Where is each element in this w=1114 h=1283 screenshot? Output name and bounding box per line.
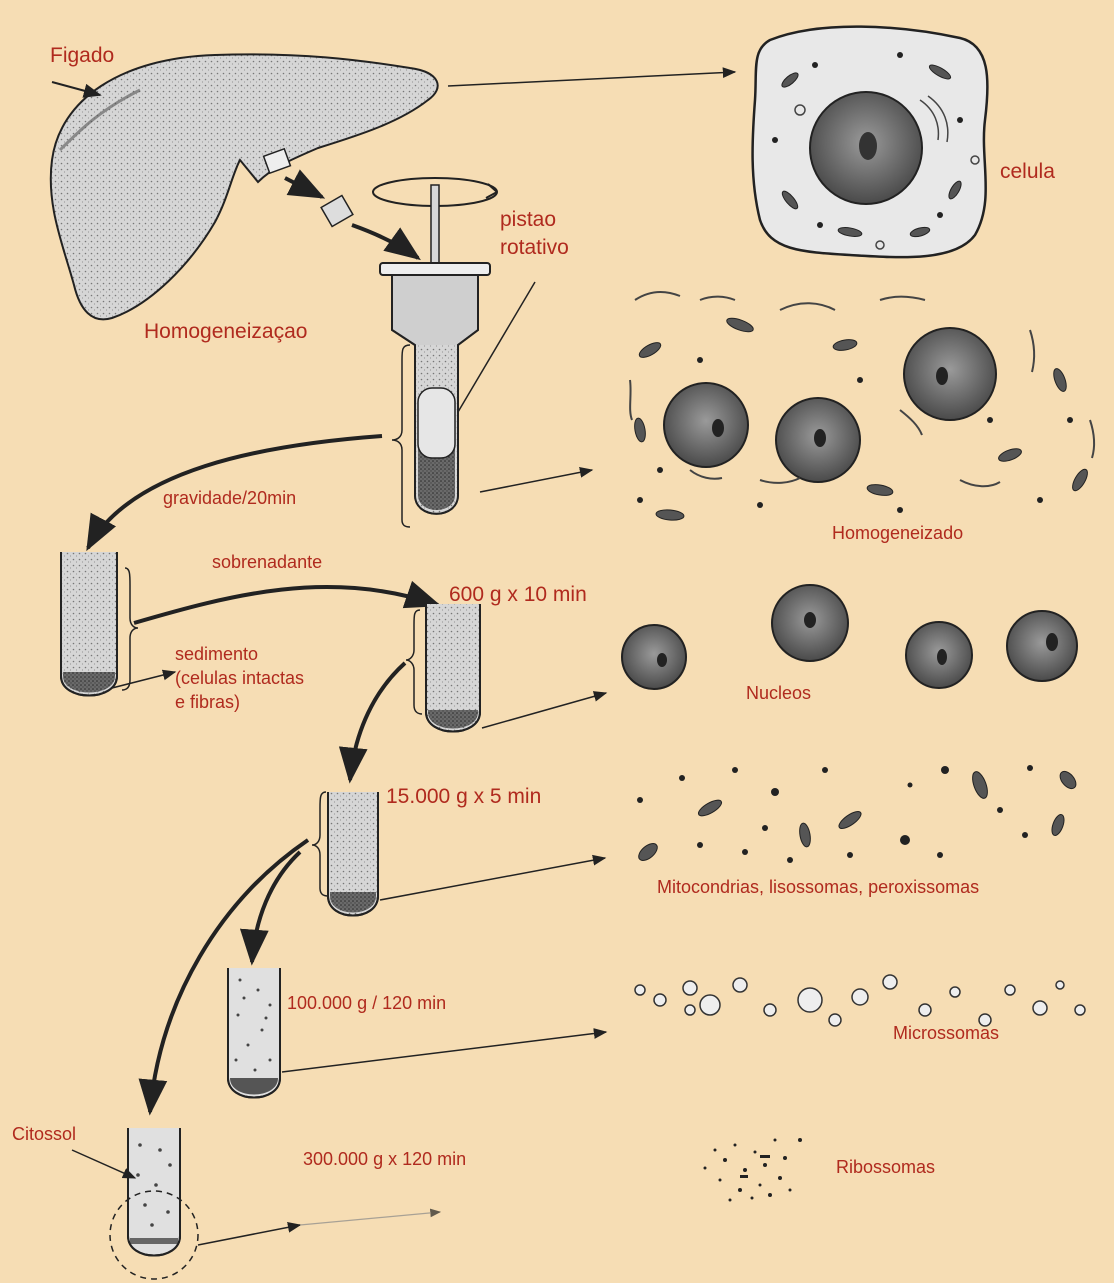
mitochondria-drawing xyxy=(636,765,1079,864)
label-gravidade: gravidade/20min xyxy=(163,488,296,508)
homogenate-drawing xyxy=(630,292,1094,521)
arrow-sobrenadante xyxy=(134,587,438,623)
label-sobrenadante: sobrenadante xyxy=(212,552,322,572)
nuclei-drawing xyxy=(622,585,1077,689)
step3-100000g-120min: 100.000 g / 120 min xyxy=(287,993,446,1013)
arrow-citossol xyxy=(72,1150,135,1178)
arrow-tissue-out xyxy=(285,178,322,197)
arrow-step3 xyxy=(252,852,300,962)
label-mitocondrias: Mitocondrias, lisossomas, peroxissomas xyxy=(657,877,979,897)
arrow-to-mitocondrias xyxy=(380,858,605,900)
tube-300000g xyxy=(110,1128,198,1279)
arrow-to-ribossomas xyxy=(198,1225,300,1245)
liver-drawing xyxy=(51,54,438,319)
arrow-liver-to-cell xyxy=(448,72,735,86)
label-pistao-line1: pistao xyxy=(500,208,556,232)
label-sedimento-line1: sedimento xyxy=(175,644,258,664)
label-pistao-line2: rotativo xyxy=(500,236,569,260)
cell-drawing xyxy=(753,27,988,258)
step4-300000g-120min: 300.000 g x 120 min xyxy=(303,1149,466,1169)
brace-homogenizer xyxy=(392,345,410,527)
arrow-sedimento xyxy=(112,672,175,688)
arrow-to-homogenate xyxy=(480,470,592,492)
ribosomes-drawing xyxy=(704,1138,803,1202)
tube-15000g xyxy=(312,792,378,916)
tube-gravity xyxy=(59,548,138,696)
label-nucleos: Nucleos xyxy=(746,683,811,703)
arrow-to-microssomas xyxy=(282,1032,606,1072)
label-citossol: Citossol xyxy=(12,1124,76,1144)
step2-15000g-5min: 15.000 g x 5 min xyxy=(386,785,541,809)
arrow-step2 xyxy=(350,663,405,780)
label-celula: celula xyxy=(1000,160,1055,184)
label-sedimento-line2: (celulas intactas xyxy=(175,668,304,688)
arrow-to-nucleos xyxy=(482,693,606,728)
arrow-figado-to-liver xyxy=(52,82,100,95)
microsomes-drawing xyxy=(635,975,1085,1026)
tube-100000g xyxy=(228,968,280,1098)
homogenizer-drawing xyxy=(373,178,497,514)
label-ribossomas: Ribossomas xyxy=(836,1157,935,1177)
arrow-tissue-in xyxy=(352,225,418,258)
label-homogeneizacao: Homogeneizaçao xyxy=(144,320,307,344)
label-figado: Figado xyxy=(50,44,114,68)
tube-600g xyxy=(406,604,480,732)
label-homogeneizado: Homogeneizado xyxy=(832,523,963,543)
step1-600g-10min: 600 g x 10 min xyxy=(449,583,587,607)
arrow-faint xyxy=(300,1212,440,1225)
label-microssomas: Microssomas xyxy=(893,1023,999,1043)
label-sedimento-line3: e fibras) xyxy=(175,692,240,712)
